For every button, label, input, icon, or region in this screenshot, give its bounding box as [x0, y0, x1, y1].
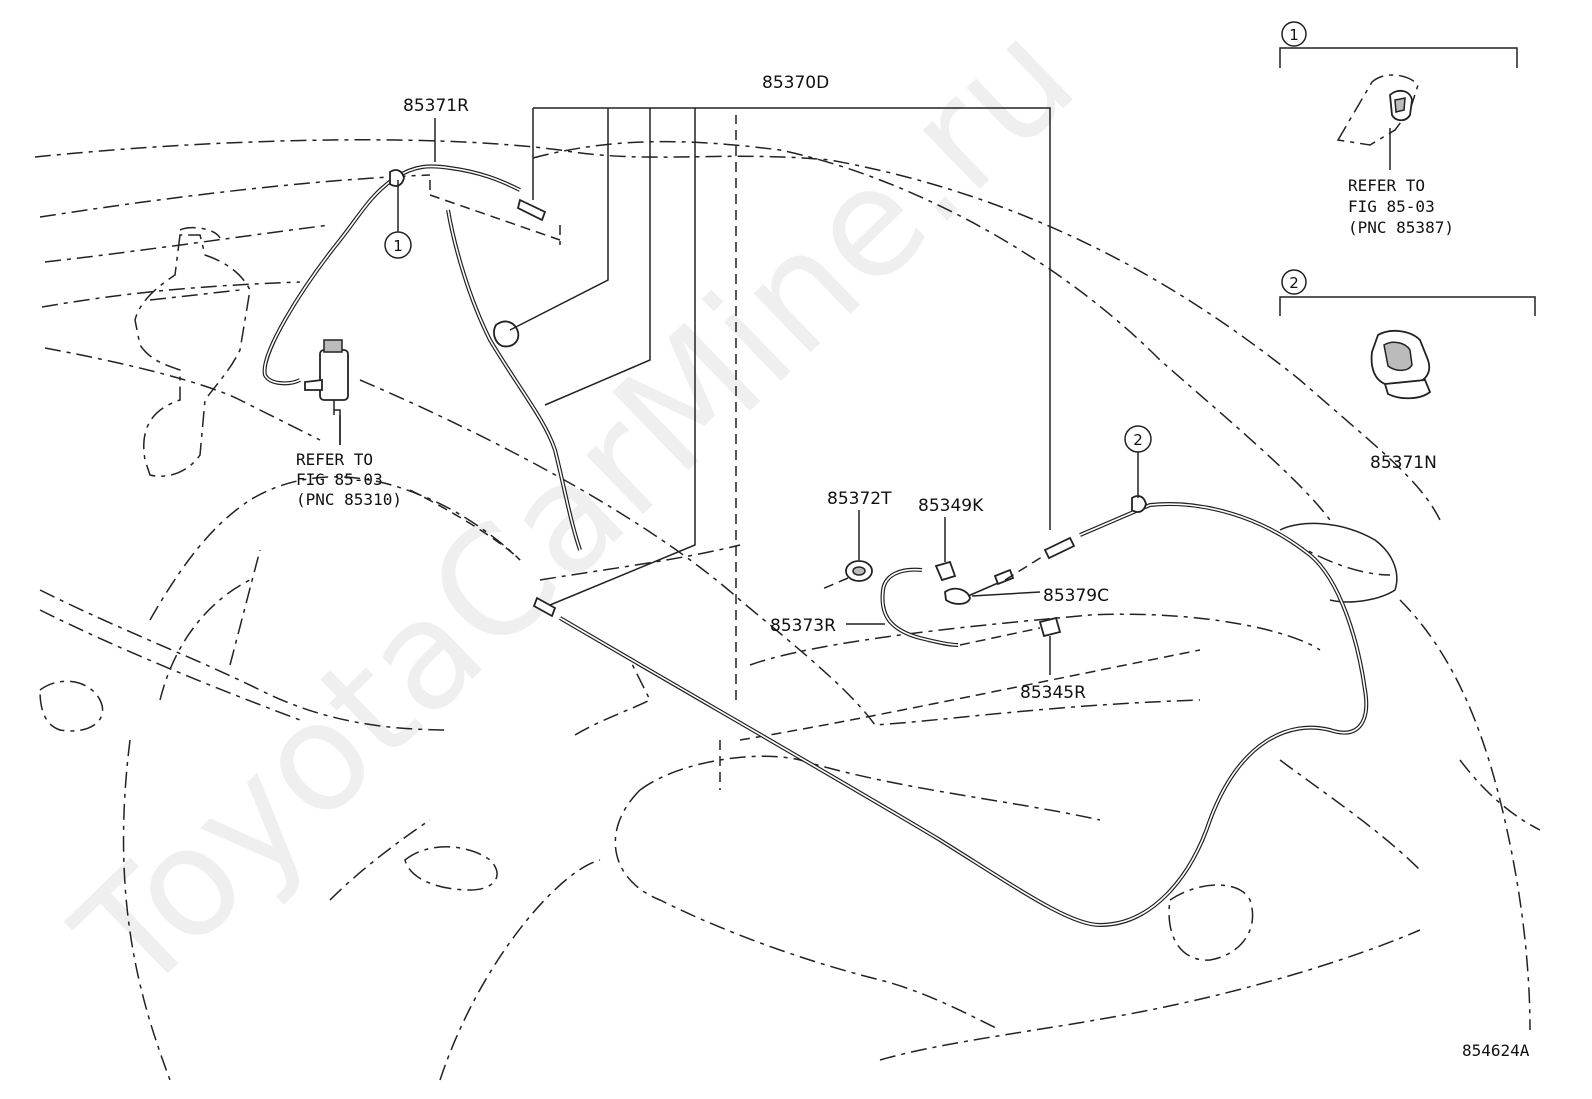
label-85373R: 85373R [770, 616, 836, 636]
reference-nozzle-line3: (PNC 85387) [1348, 218, 1454, 237]
callout-2: 2 [1124, 425, 1152, 453]
reference-nozzle-line2: FIG 85-03 [1348, 197, 1435, 216]
callout-1: 1 [384, 231, 412, 259]
label-85371R: 85371R [403, 96, 469, 116]
washer-tank [134, 226, 251, 477]
label-85345R: 85345R [1020, 683, 1086, 703]
inset-2-marker: 2 [1289, 274, 1299, 292]
rear-washer-parts [845, 560, 1062, 638]
reference-pump-line2: FIG 85-03 [296, 470, 383, 489]
label-85349K: 85349K [918, 496, 984, 516]
callout-2-label: 2 [1133, 431, 1143, 449]
label-85379C: 85379C [1043, 586, 1109, 606]
reference-pump-line3: (PNC 85310) [296, 490, 402, 509]
inset-1-marker: 1 [1289, 26, 1299, 44]
callout-1-label: 1 [393, 237, 403, 255]
washer-pump [304, 339, 349, 445]
leader-lines [339, 107, 1139, 675]
figure-id: 854624A [1462, 1041, 1530, 1060]
reference-pump-line1: REFER TO [296, 450, 373, 469]
label-85370D: 85370D [762, 73, 829, 93]
label-85371N: 85371N [1370, 453, 1437, 473]
inset-1: 1 REFER TO FIG 85-03 (PNC 85387) [1279, 21, 1518, 237]
washer-hoses [262, 164, 1369, 928]
label-85372T: 85372T [827, 489, 892, 509]
reference-nozzle-line1: REFER TO [1348, 176, 1425, 195]
inset-2: 2 85371N [1279, 269, 1536, 473]
reference-pump: REFER TO FIG 85-03 (PNC 85310) [296, 450, 402, 509]
